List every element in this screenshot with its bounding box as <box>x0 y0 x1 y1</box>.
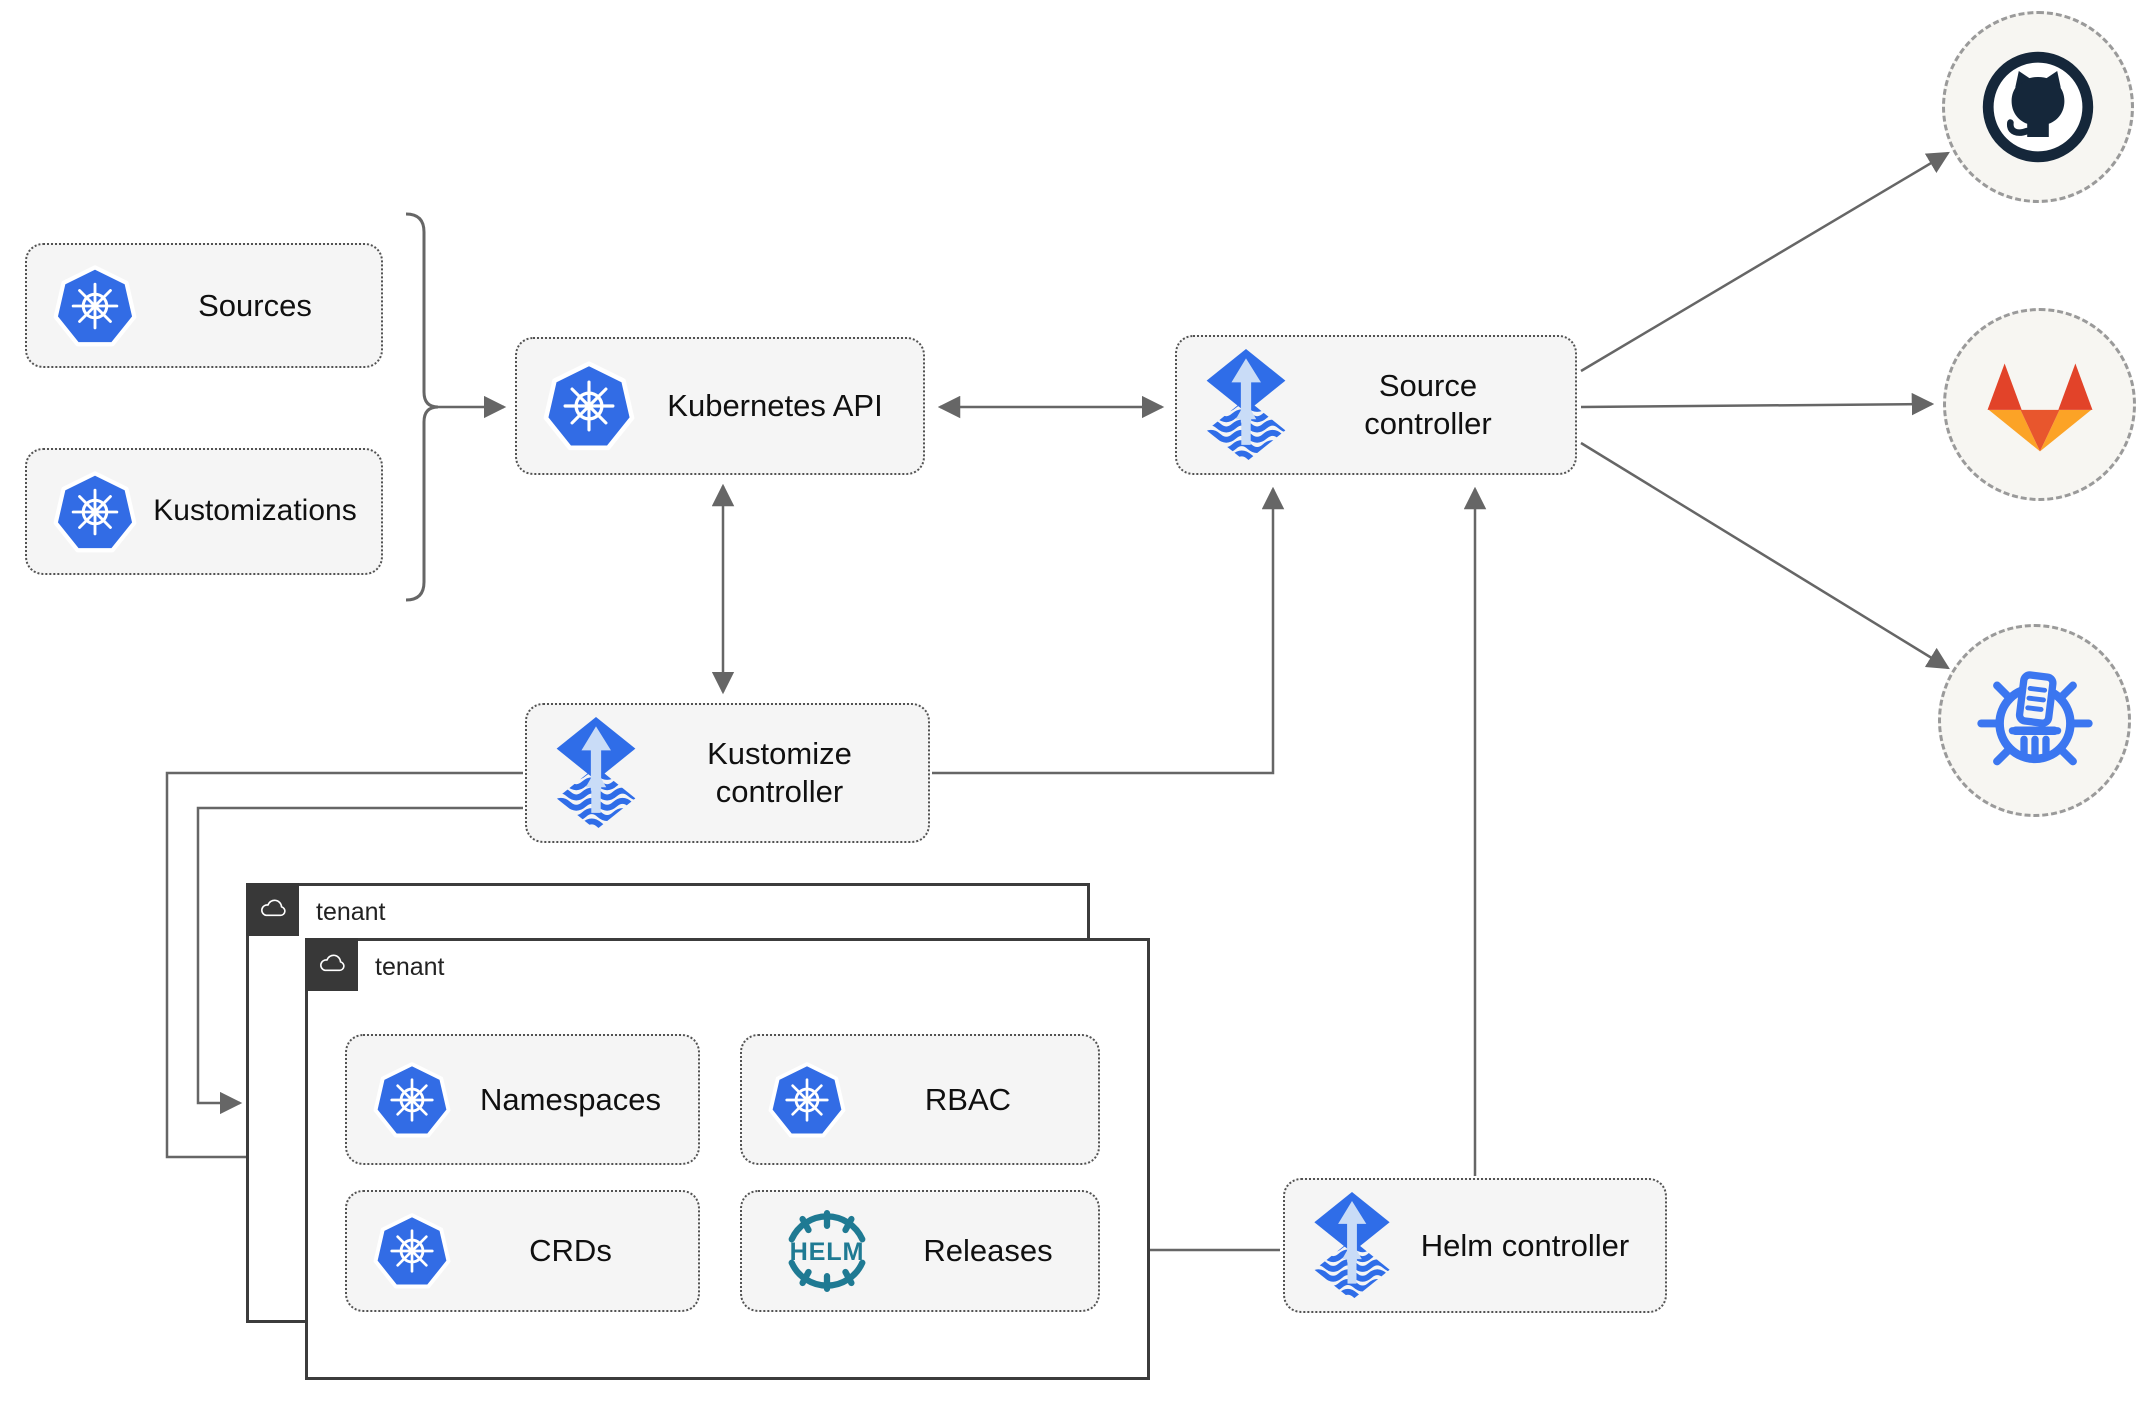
node-label: Source controller <box>1364 368 1492 441</box>
helm-logo: HELM <box>788 1210 866 1292</box>
node-sources: Sources <box>25 243 383 368</box>
edge-source-to-chartmuseum <box>1580 441 1950 670</box>
node-label: RBAC <box>924 1081 1012 1117</box>
kubernetes-icon <box>53 470 137 552</box>
node-kustomizations: Kustomizations <box>25 448 383 575</box>
edge-source-to-gitlab <box>1580 392 1935 416</box>
node-kubernetes-api: Kubernetes API <box>515 337 925 475</box>
node-label: CRDs <box>529 1233 612 1269</box>
node-kustomize-controller: Kustomize controller <box>525 703 930 843</box>
node-label: Kustomizations <box>153 494 357 528</box>
node-label: Helm controller <box>1420 1227 1630 1263</box>
helm-wordmark: HELM <box>790 1238 865 1266</box>
brace-sources-group <box>405 212 439 602</box>
kubernetes-icon <box>373 1061 451 1137</box>
tenant-tag <box>246 883 299 936</box>
flux-icon <box>1206 348 1286 462</box>
node-helm-controller: Helm controller <box>1283 1178 1667 1313</box>
github-icon <box>1982 51 2094 163</box>
kubernetes-icon <box>53 264 137 346</box>
node-rbac: RBAC <box>740 1034 1100 1165</box>
node-source-controller: Source controller <box>1175 335 1577 475</box>
edge-kustomize-to-source <box>932 486 1285 775</box>
chartmuseum-icon <box>1976 670 2093 765</box>
node-label: Kustomize controller <box>707 736 852 809</box>
tenant-tag <box>305 938 358 991</box>
gitlab-icon <box>1987 363 2092 451</box>
edge-source-to-github <box>1580 151 1950 373</box>
flux-icon <box>556 716 636 830</box>
tenant-label: tenant <box>316 898 386 926</box>
flux-icon <box>1314 1191 1390 1300</box>
kubernetes-icon <box>373 1213 451 1289</box>
cloud-icon <box>319 954 345 971</box>
endpoint-chartmuseum <box>1938 624 2131 817</box>
kubernetes-icon <box>543 361 635 451</box>
endpoint-gitlab <box>1943 308 2136 501</box>
node-crds: CRDs <box>345 1190 700 1312</box>
tenant-label: tenant <box>375 953 445 981</box>
kubernetes-icon <box>768 1061 846 1137</box>
edge-kustomize-to-tenant-inner <box>165 771 523 1169</box>
endpoint-github <box>1942 11 2134 203</box>
node-label: Namespaces <box>480 1081 661 1117</box>
node-releases: HELM Releases <box>740 1190 1100 1312</box>
edge-kustomize-to-tenant-outer <box>196 806 523 1115</box>
node-namespaces: Namespaces <box>345 1034 700 1165</box>
node-label: Releases <box>923 1233 1053 1269</box>
node-label: Kubernetes API <box>667 388 883 424</box>
node-label: Sources <box>198 287 312 323</box>
cloud-icon <box>260 899 286 916</box>
